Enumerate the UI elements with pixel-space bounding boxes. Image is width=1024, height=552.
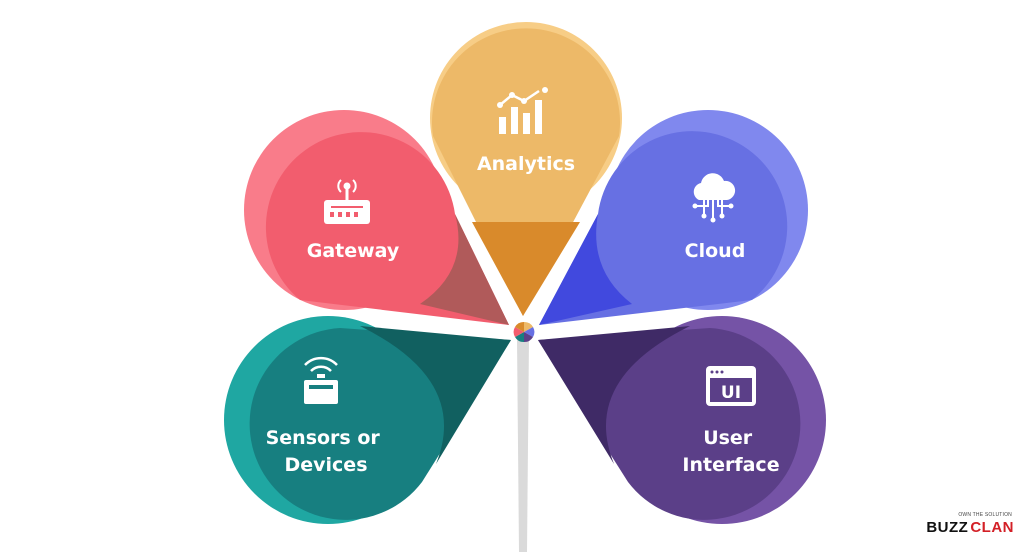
petal-gateway-label: Gateway bbox=[307, 240, 400, 262]
petal-analytics-shade bbox=[472, 222, 580, 316]
petal-analytics-label: Analytics bbox=[477, 153, 575, 175]
petal-sensors: Sensors or Devices bbox=[224, 316, 511, 524]
cloud-network-icon bbox=[692, 173, 736, 223]
ui-window-icon: UI bbox=[706, 366, 756, 406]
petal-gateway-shade bbox=[420, 214, 509, 325]
logo-word-clan: CLAN bbox=[970, 519, 1014, 536]
petal-sensors-label: Sensors or Devices bbox=[266, 427, 387, 476]
petal-ui-shade bbox=[538, 326, 690, 464]
stem bbox=[517, 338, 529, 552]
petal-sensors-shade bbox=[360, 326, 511, 464]
router-icon bbox=[324, 179, 370, 224]
petal-ui: UI User Interface bbox=[538, 316, 826, 524]
petal-cloud-label: Cloud bbox=[685, 240, 746, 262]
petal-analytics-body bbox=[432, 28, 620, 316]
petal-ui-label: User Interface bbox=[682, 427, 779, 476]
center-hub bbox=[513, 321, 535, 343]
logo-tagline: OWN THE SOLUTION bbox=[958, 512, 1012, 518]
logo-word-buzz: BUZZ bbox=[926, 519, 969, 536]
petal-cloud: Cloud bbox=[539, 110, 808, 325]
petal-analytics: Analytics bbox=[430, 22, 622, 316]
svg-text:UI: UI bbox=[721, 383, 741, 403]
petal-cloud-shade bbox=[539, 214, 632, 325]
sensor-device-icon bbox=[304, 356, 338, 404]
bar-chart-icon bbox=[497, 87, 548, 134]
petal-gateway: Gateway bbox=[244, 110, 509, 325]
buzzclan-logo: OWN THE SOLUTION BUZZ CLAN bbox=[926, 512, 1014, 536]
